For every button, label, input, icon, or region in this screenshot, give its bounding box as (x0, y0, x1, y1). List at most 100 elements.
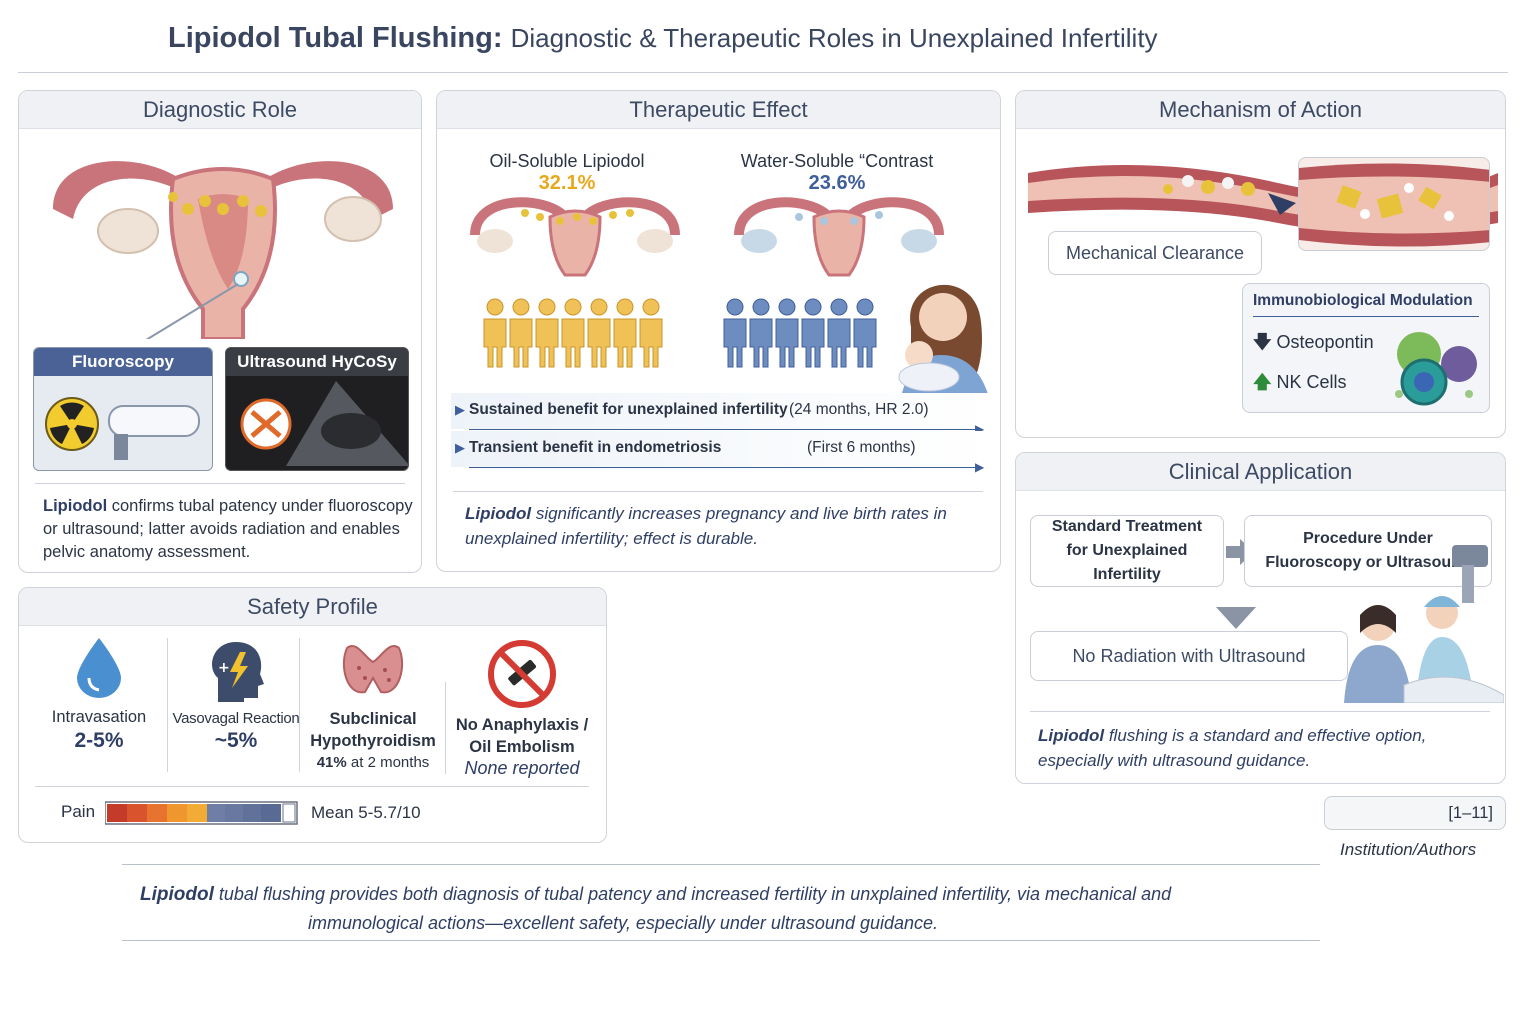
clinical-note-lead: Lipiodol (1038, 726, 1105, 745)
immuno-box: Immunobiological Modulation 🡇 Osteoponti… (1242, 283, 1490, 413)
intravasation-label: Intravasation (51, 708, 147, 726)
vasovagal-label: Vasovagal Reaction (172, 710, 300, 727)
benefit-row-1: ▶ Sustained benefit for unexplained infe… (451, 393, 991, 436)
thyroid-value-percent: 41% (316, 754, 347, 771)
diagnostic-header: Diagnostic Role (19, 91, 421, 129)
summary-top-rule (122, 864, 1320, 865)
clinical-header: Clinical Application (1016, 453, 1505, 491)
safety-item-vasovagal: + Vasovagal Reaction ~5% (171, 638, 301, 778)
intravasation-value: 2-5% (74, 729, 124, 752)
therapeutic-divider (453, 491, 983, 492)
svg-text:+: + (218, 660, 230, 676)
safety-divider-2 (299, 638, 300, 772)
down-arrow-icon: 🡇 (1253, 332, 1272, 352)
step2-line2: Fluoroscopy or Ultrasound (1265, 554, 1471, 571)
benefit-1-arrow (469, 429, 981, 430)
references-badge: [1–11] (1324, 796, 1506, 830)
oil-group: Oil-Soluble Lipiodol 32.1% (467, 151, 667, 195)
mechanical-clearance-label: Mechanical Clearance (1048, 231, 1262, 275)
safety-item-intravasation: Intravasation 2-5% (29, 638, 169, 778)
thyroid-label: Subclinical Hypothyroidism (310, 710, 436, 750)
safety-header: Safety Profile (19, 588, 606, 626)
safety-item-anaphylaxis: No Anaphylaxis / Oil Embolism None repor… (447, 638, 597, 788)
ultrasound-scan-icon (240, 381, 408, 466)
title-main: Lipiodol Tubal Flushing: (168, 22, 503, 54)
oil-rate: 32.1% (538, 172, 596, 194)
clinical-note: Lipiodol flushing is a standard and effe… (1038, 723, 1468, 773)
osteopontin-label: Osteopontin (1276, 332, 1374, 352)
step2-line1: Procedure Under (1303, 530, 1433, 547)
no-syringe-icon (488, 640, 556, 708)
mechanism-header: Mechanism of Action (1016, 91, 1505, 129)
oil-people-icons (483, 298, 663, 368)
down-step-arrow-icon (1216, 607, 1256, 629)
mother-baby-icon (898, 284, 989, 397)
summary-bottom-rule (122, 940, 1320, 941)
benefit-1-extra: (24 months, HR 2.0) (789, 401, 929, 418)
water-group: Water-Soluble “Contrast 23.6% (727, 151, 947, 195)
step-standard-treatment: Standard Treatment for Unexplained Infer… (1030, 515, 1224, 587)
anaphylaxis-value: None reported (464, 758, 580, 778)
diagnostic-divider (35, 483, 405, 484)
benefit-2-main: Transient benefit in endometriosis (469, 439, 722, 456)
oil-uterus-icon (470, 197, 680, 277)
thyroid-icon (342, 645, 404, 694)
up-arrow-icon: 🡅 (1253, 372, 1272, 392)
thyroid-value-time: at 2 months (350, 754, 430, 771)
benefit-row-2: ▶ Transient benefit in endometriosis (Fi… (451, 431, 991, 474)
ultrasound-label: Ultrasound HyCoSy (226, 348, 408, 376)
nk-row: 🡅 NK Cells (1253, 370, 1347, 400)
uterus-syringe-illustration (53, 161, 393, 339)
benefit-2-extra: (First 6 months) (807, 439, 916, 456)
title-divider (18, 72, 1508, 73)
water-label: Water-Soluble “Contrast (740, 151, 934, 171)
step1-line2: for Unexplained Infertility (1066, 542, 1188, 583)
water-rate: 23.6% (808, 172, 866, 194)
benefit-2-arrowhead-icon: ▶ (975, 460, 985, 474)
ultrasound-card: Ultrasound HyCoSy (225, 347, 409, 471)
safety-divider-3 (445, 682, 446, 774)
benefit-2-arrow (469, 467, 981, 468)
oil-label: Oil-Soluble Lipiodol (489, 151, 645, 171)
radiation-icon (45, 397, 200, 460)
benefit-1-marker-icon: ▶ (455, 402, 465, 417)
therapeutic-note: Lipiodol significantly increases pregnan… (465, 501, 965, 551)
safety-divider-1 (167, 638, 168, 772)
pain-label: Pain (61, 802, 96, 821)
pain-scale-bar (105, 801, 298, 825)
droplet-icon (77, 638, 121, 698)
immuno-divider (1253, 316, 1479, 317)
safety-divider-horizontal (35, 786, 589, 787)
summary-line1: tubal flushing provides both diagnosis o… (218, 884, 1172, 904)
fluoroscopy-label: Fluoroscopy (34, 348, 212, 376)
benefit-2-marker-icon: ▶ (455, 440, 465, 455)
safety-panel: Safety Profile Intravasation 2-5% + Vaso… (18, 587, 607, 843)
head-lightning-icon: + (212, 642, 264, 702)
mechanism-panel: Mechanism of Action Mechanical Clearance… (1015, 90, 1506, 438)
immune-cells-icon (1395, 332, 1477, 406)
nk-label: NK Cells (1276, 372, 1347, 392)
anaphylaxis-label: No Anaphylaxis / Oil Embolism (455, 716, 589, 756)
pain-value: Mean 5-5.7/10 (311, 803, 421, 822)
thyroid-value: 41% at 2 months (303, 754, 443, 771)
therapeutic-panel: Therapeutic Effect Oil-Soluble Lipiodol … (436, 90, 1001, 572)
therapeutic-note-lead: Lipiodol (465, 504, 532, 523)
clearance-zoom-box (1298, 157, 1490, 251)
summary-line2: immunological actions—excellent safety, … (308, 913, 939, 933)
fluoroscopy-card: Fluoroscopy (33, 347, 213, 471)
benefit-1-arrowhead-icon: ▶ (975, 422, 985, 436)
osteopontin-row: 🡇 Osteopontin (1253, 330, 1374, 360)
clinician-patient-icon (1344, 545, 1504, 703)
page-title: Lipiodol Tubal Flushing: Diagnostic & Th… (168, 22, 1158, 55)
diagnostic-panel: Diagnostic Role Fluoroscopy Ultrasound H… (18, 90, 422, 573)
clinical-note-text: flushing is a standard and effective opt… (1038, 726, 1427, 770)
therapeutic-header: Therapeutic Effect (437, 91, 1000, 129)
summary-lead: Lipiodol (140, 884, 214, 905)
benefit-1-main: Sustained benefit for unexplained infert… (469, 401, 788, 418)
water-uterus-icon (734, 197, 944, 277)
therapeutic-note-text: significantly increases pregnancy and li… (465, 504, 947, 548)
step-procedure: Procedure Under Fluoroscopy or Ultrasoun… (1244, 515, 1492, 587)
diagnostic-note-text: confirms tubal patency under fluoroscopy… (43, 497, 413, 561)
no-radiation-label: No Radiation with Ultrasound (1030, 631, 1348, 681)
diagnostic-note-lead: Lipiodol (43, 497, 108, 515)
